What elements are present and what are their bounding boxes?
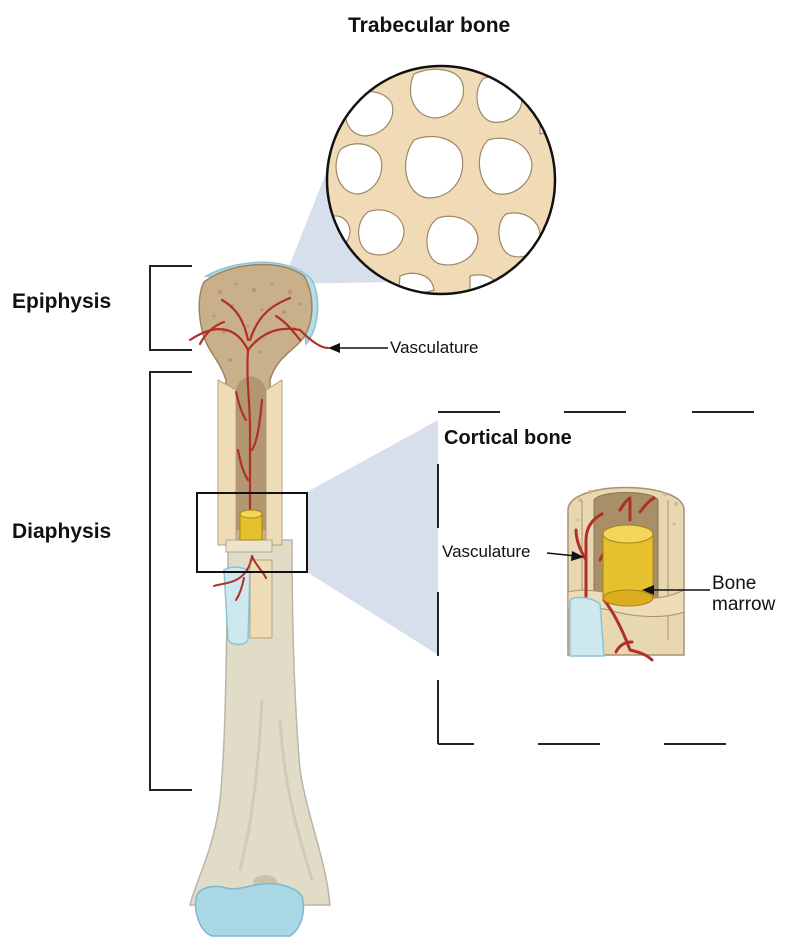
cortical-bone-title: Cortical bone: [444, 427, 572, 449]
bone-marrow-cylinder: [240, 510, 262, 540]
epiphysis-label: Epiphysis: [12, 290, 111, 313]
bone-marrow-label: Bone marrow: [712, 574, 775, 616]
diaphysis-bracket: [150, 372, 192, 790]
cortical-wall-right: [266, 380, 282, 545]
cortical-wall-left: [218, 380, 236, 545]
epiphysis-bracket: [150, 266, 192, 350]
shaft-cut-face: [226, 540, 272, 552]
cortical-bone-section: [568, 488, 684, 661]
vasculature-inset-label: Vasculature: [442, 543, 531, 562]
bone-marrow-label-line2: marrow: [712, 595, 775, 616]
arrow-vasculature-main: [328, 343, 388, 353]
bone-marrow-label-line1: Bone: [712, 574, 775, 595]
cortical-zoom-wedge: [307, 420, 438, 655]
inset-marrow-cylinder: [603, 525, 653, 606]
trabecular-bone-title: Trabecular bone: [348, 14, 510, 37]
diaphysis-label: Diaphysis: [12, 520, 111, 543]
vasculature-label: Vasculature: [390, 339, 479, 358]
distal-cartilage: [196, 884, 304, 936]
